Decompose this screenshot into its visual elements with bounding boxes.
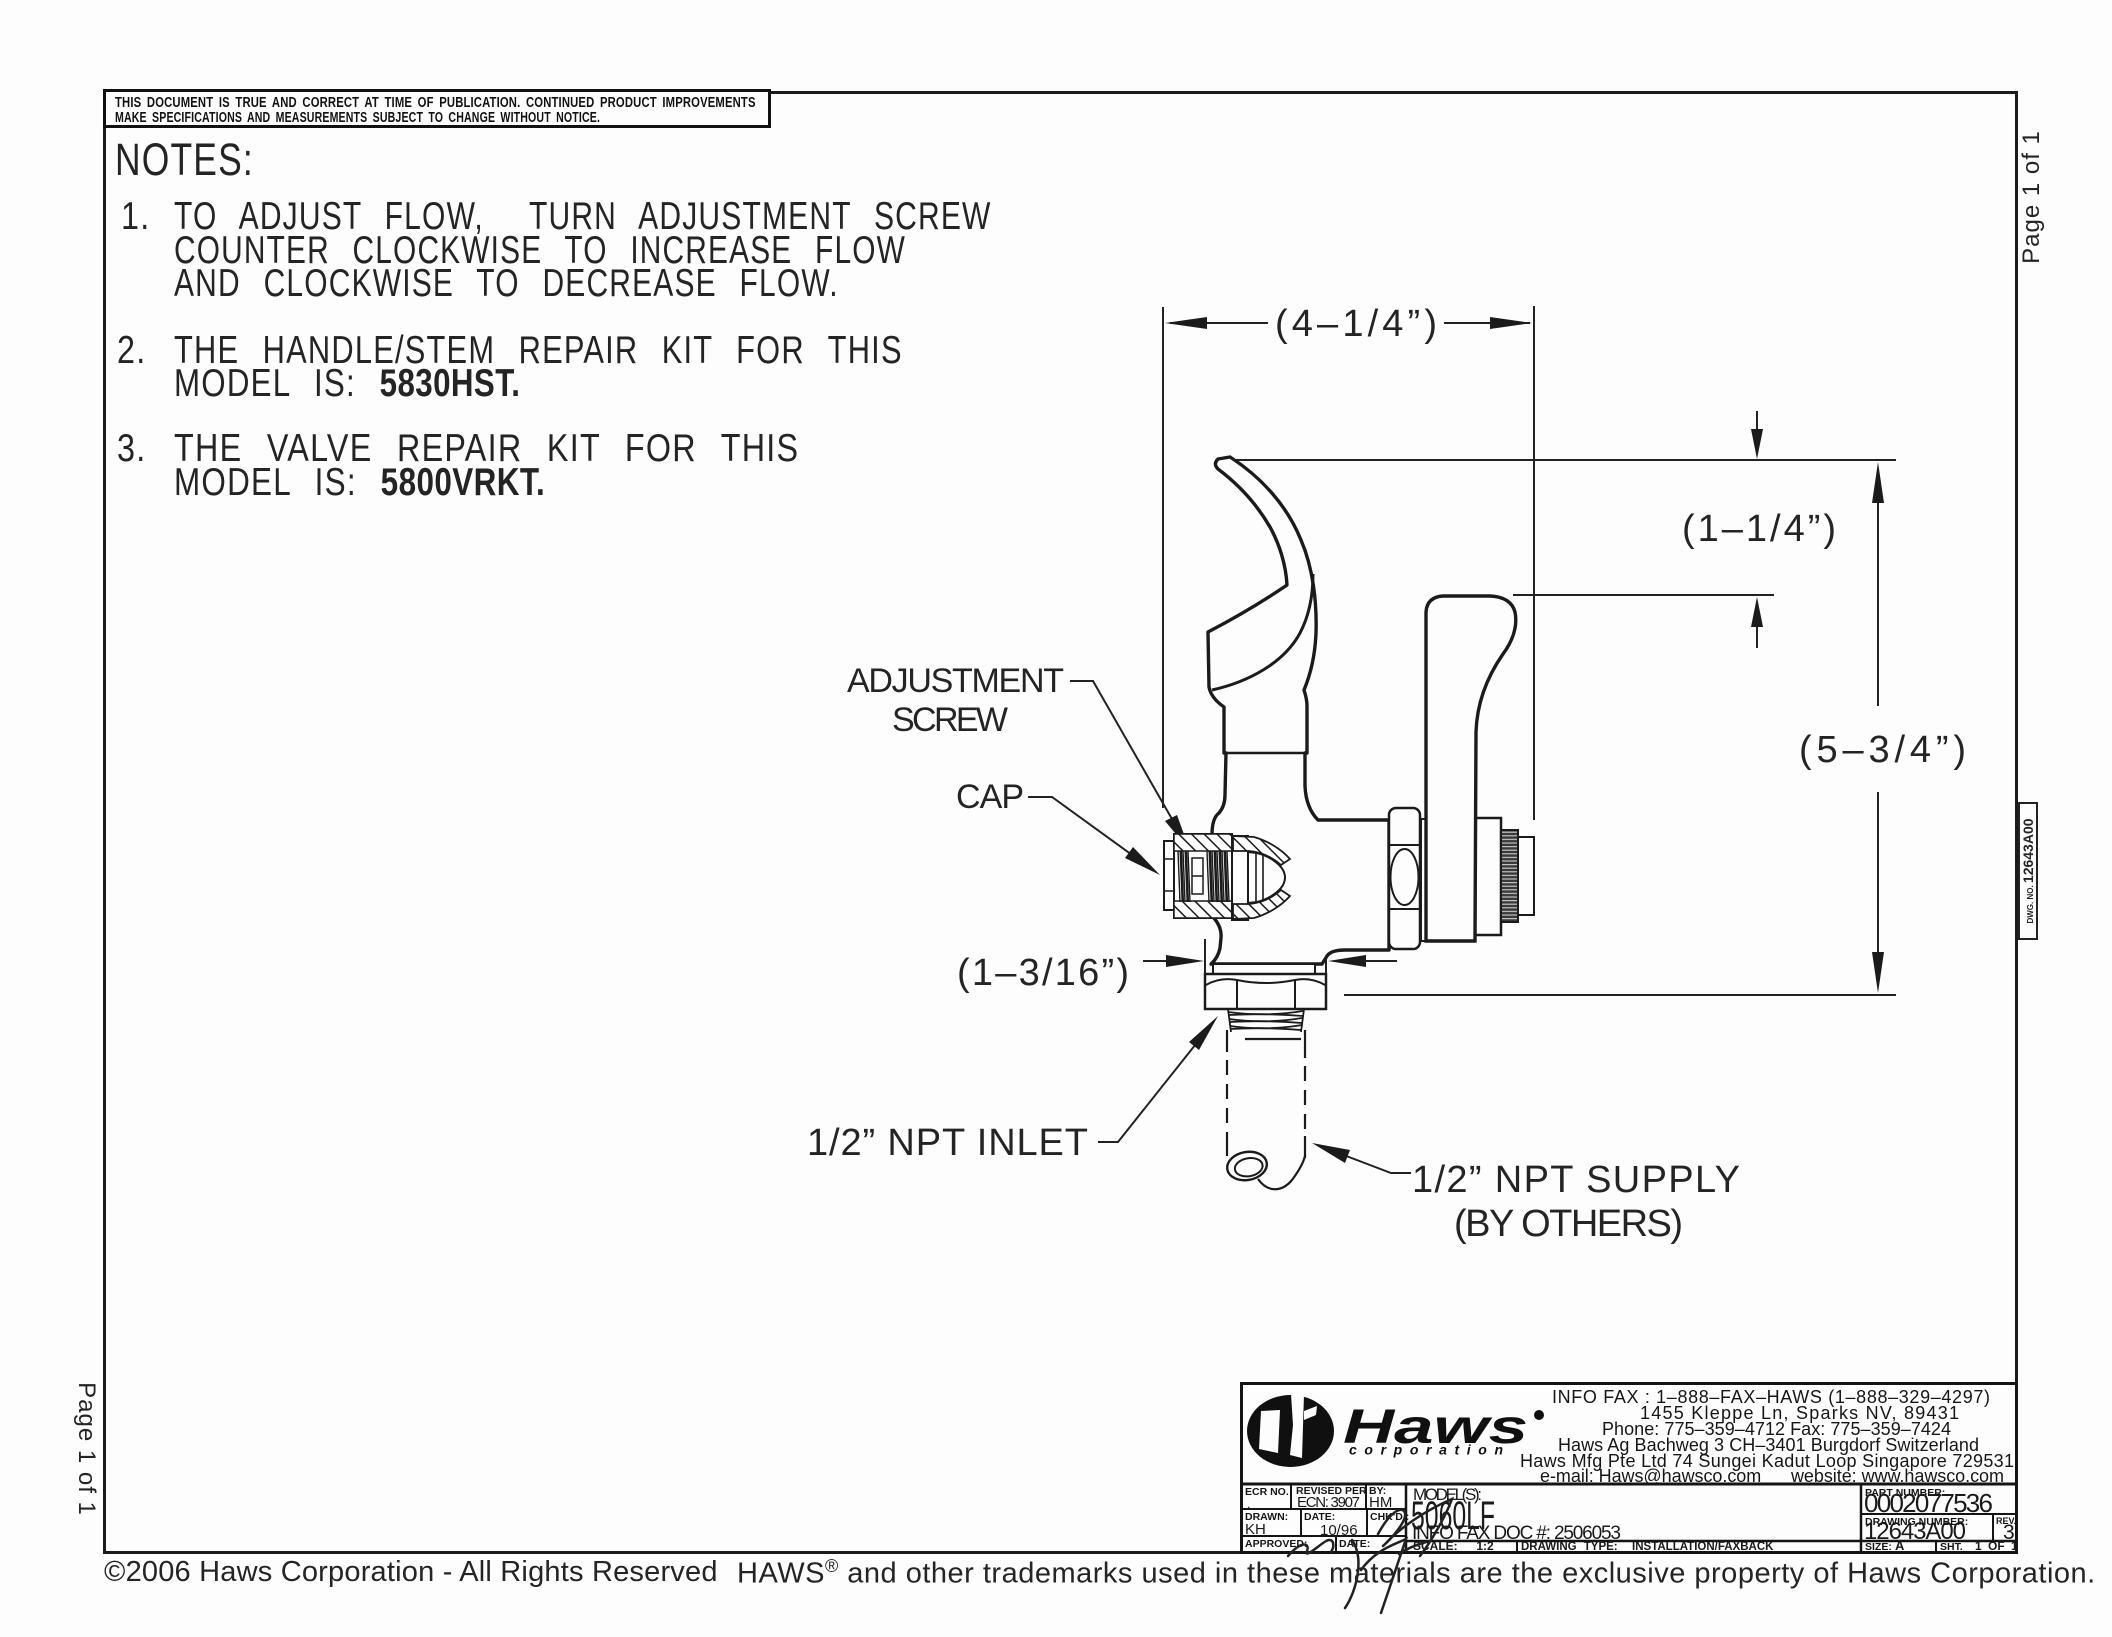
svg-text:SCREW: SCREW [892,701,1008,739]
svg-text:REV.: REV. [1996,1516,2016,1526]
svg-text:(BY OTHERS): (BY OTHERS) [1454,1203,1683,1245]
svg-text:Haws Mfg Pte Ltd 74 Sungei Kad: Haws Mfg Pte Ltd 74 Sungei Kadut Loop Si… [1520,1451,2014,1471]
svg-text:BY:: BY: [1369,1485,1386,1497]
svg-text:(4–1/4”): (4–1/4”) [1275,303,1437,345]
svg-text:SHT.: SHT. [1940,1541,1963,1553]
svg-text:ECN: 3907: ECN: 3907 [1297,1494,1360,1511]
svg-text:A: A [1895,1538,1905,1553]
svg-text:ADJUSTMENT: ADJUSTMENT [847,662,1064,700]
svg-text:APPROVED:: APPROVED: [1245,1538,1307,1550]
svg-text:corporation: corporation [1349,1442,1503,1458]
svg-text:12643A00: 12643A00 [1864,1518,1966,1545]
svg-text:MODEL(S):: MODEL(S): [1413,1485,1482,1504]
svg-text:SCALE: 1:2: SCALE: 1:2 [1413,1539,1494,1553]
svg-text:INFO FAX DOC #: 2506053: INFO FAX DOC #: 2506053 [1412,1523,1621,1544]
svg-text:Haws: Haws [1343,1401,1528,1454]
svg-text:10/96: 10/96 [1320,1522,1358,1539]
svg-text:0002077536: 0002077536 [1864,1488,1993,1518]
svg-text:.: . [1247,1497,1250,1511]
svg-text:e-mail: Haws@hawsco.com w: e-mail: Haws@hawsco.com website: www.haw… [1540,1466,2004,1486]
svg-text:1 OF 1: 1 OF 1 [1975,1539,2018,1553]
svg-text:INFO FAX : 1–888–FAX–HAWS (1–8: INFO FAX : 1–888–FAX–HAWS (1–888–329–429… [1552,1387,1990,1407]
svg-text:HM: HM [1369,1494,1392,1511]
svg-text:(1–3/16”): (1–3/16”) [957,952,1129,994]
svg-text:Haws Ag Bachweg 3 CH–3401 Burg: Haws Ag Bachweg 3 CH–3401 Burgdorf Switz… [1558,1435,1979,1455]
svg-text:DRAWING TYPE: INSTALLATION/FA: DRAWING TYPE: INSTALLATION/FAXBACK [1521,1541,1774,1553]
svg-text:Phone: 775–359–4712 Fax: 775–3: Phone: 775–359–4712 Fax: 775–359–7424 [1602,1419,1951,1439]
svg-text:DRAWING NUMBER:: DRAWING NUMBER: [1865,1516,1968,1528]
svg-text:KH: KH [1245,1521,1266,1538]
svg-text:CAP: CAP [956,778,1024,816]
svg-text:3: 3 [2003,1521,2015,1544]
svg-text:(1–1/4”): (1–1/4”) [1682,508,1836,550]
svg-text:DATE:: DATE: [1304,1511,1335,1523]
svg-text:1/2” NPT SUPPLY: 1/2” NPT SUPPLY [1412,1159,1740,1201]
svg-text:(5–3/4”): (5–3/4”) [1799,729,1966,771]
svg-text:1/2” NPT INLET: 1/2” NPT INLET [807,1122,1088,1164]
svg-text:PART NUMBER:: PART NUMBER: [1865,1487,1945,1499]
svg-text:DRAWN:: DRAWN: [1245,1511,1288,1523]
svg-text:SIZE:: SIZE: [1865,1541,1892,1553]
svg-text:REVISED PER: REVISED PER [1296,1485,1367,1497]
svg-text:ECR NO.: ECR NO. [1245,1486,1289,1498]
svg-text:5060LF: 5060LF [1411,1494,1495,1538]
